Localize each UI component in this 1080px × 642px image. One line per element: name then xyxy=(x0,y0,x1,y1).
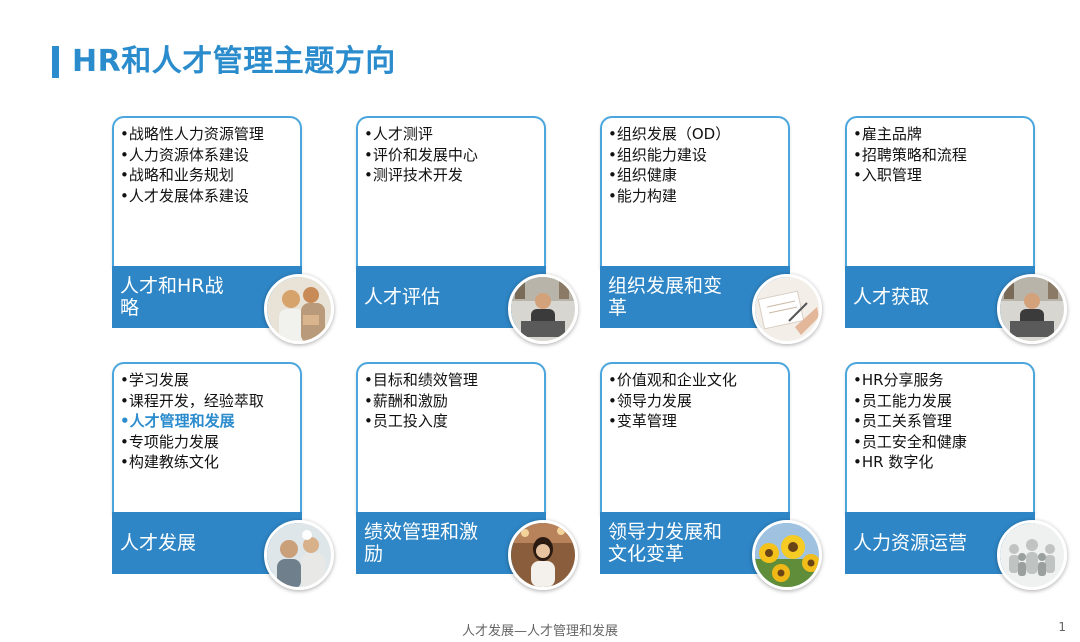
document-writing-photo-icon xyxy=(752,274,822,344)
list-item-highlighted: •人才管理和发展 xyxy=(120,412,235,430)
topic-card-leadership-culture[interactable]: •价值观和企业文化 •领导力发展 •变革管理 领导力发展和文化变革 xyxy=(600,362,822,590)
list-item: •招聘策略和流程 xyxy=(853,145,967,164)
topic-list: •人才测评 •评价和发展中心 •测评技术开发 xyxy=(358,118,544,186)
people-photo-icon xyxy=(264,520,334,590)
topic-label: 人才评估 xyxy=(364,286,441,308)
topic-card-body: •价值观和企业文化 •领导力发展 •变革管理 xyxy=(600,362,790,514)
topic-list: •目标和绩效管理 •薪酬和激励 •员工投入度 xyxy=(358,364,544,432)
topic-card-hr-strategy[interactable]: •战略性人力资源管理 •人力资源体系建设 •战略和业务规划 •人才发展体系建设 … xyxy=(112,116,334,344)
laptop-worker-photo-icon xyxy=(508,274,578,344)
topic-card-talent-acquisition[interactable]: •雇主品牌 •招聘策略和流程 •入职管理 人才获取 xyxy=(845,116,1067,344)
list-item: •专项能力发展 xyxy=(120,432,219,451)
list-item: •雇主品牌 xyxy=(853,125,922,143)
page-number: 1 xyxy=(1058,620,1066,634)
list-item: •薪酬和激励 xyxy=(364,391,448,410)
list-item: •员工关系管理 xyxy=(853,412,952,430)
list-item: •员工能力发展 xyxy=(853,391,952,410)
topic-card-body: •战略性人力资源管理 •人力资源体系建设 •战略和业务规划 •人才发展体系建设 xyxy=(112,116,302,268)
list-item: •HR分享服务 xyxy=(853,371,944,389)
topic-list: •组织发展（OD） •组织能力建设 •组织健康 •能力构建 xyxy=(602,118,788,206)
slide-footer: 人才发展—人才管理和发展 xyxy=(461,624,618,639)
list-item: •HR 数字化 xyxy=(853,453,934,471)
topic-card-body: •学习发展 •课程开发，经验萃取 •人才管理和发展 •专项能力发展 •构建教练文… xyxy=(112,362,302,514)
list-item: •组织能力建设 xyxy=(608,145,707,164)
topic-card-talent-development[interactable]: •学习发展 •课程开发，经验萃取 •人才管理和发展 •专项能力发展 •构建教练文… xyxy=(112,362,334,590)
topic-card-body: •目标和绩效管理 •薪酬和激励 •员工投入度 xyxy=(356,362,546,514)
list-item: •员工安全和健康 xyxy=(853,432,967,451)
topic-card-body: •雇主品牌 •招聘策略和流程 •入职管理 xyxy=(845,116,1035,268)
list-item: •员工投入度 xyxy=(364,412,448,430)
sunflowers-photo-icon xyxy=(752,520,822,590)
list-item: •课程开发，经验萃取 xyxy=(120,391,264,410)
topic-label: 领导力发展和文化变革 xyxy=(608,521,723,565)
list-item: •学习发展 xyxy=(120,371,189,389)
topic-list: •价值观和企业文化 •领导力发展 •变革管理 xyxy=(602,364,788,432)
topic-card-hr-operations[interactable]: •HR分享服务 •员工能力发展 •员工关系管理 •员工安全和健康 •HR 数字化… xyxy=(845,362,1067,590)
topic-label: 绩效管理和激励 xyxy=(364,521,479,565)
list-item: •评价和发展中心 xyxy=(364,145,478,164)
list-item: •人才测评 xyxy=(364,125,433,143)
topic-card-org-development[interactable]: •组织发展（OD） •组织能力建设 •组织健康 •能力构建 组织发展和变革 xyxy=(600,116,822,344)
list-item: •战略性人力资源管理 xyxy=(120,125,264,143)
list-item: •价值观和企业文化 xyxy=(608,371,737,389)
topic-card-performance[interactable]: •目标和绩效管理 •薪酬和激励 •员工投入度 绩效管理和激励 xyxy=(356,362,578,590)
list-item: •组织发展（OD） xyxy=(608,125,731,143)
list-item: •组织健康 xyxy=(608,166,677,184)
list-item: •入职管理 xyxy=(853,166,922,184)
list-item: •构建教练文化 xyxy=(120,453,219,471)
title-accent-bar xyxy=(52,46,59,78)
list-item: •领导力发展 xyxy=(608,391,692,410)
topic-list: •HR分享服务 •员工能力发展 •员工关系管理 •员工安全和健康 •HR 数字化 xyxy=(847,364,1033,473)
people-photo-icon xyxy=(264,274,334,344)
list-item: •测评技术开发 xyxy=(364,166,463,184)
topic-card-body: •组织发展（OD） •组织能力建设 •组织健康 •能力构建 xyxy=(600,116,790,268)
list-item: •人力资源体系建设 xyxy=(120,145,249,164)
topic-label: 组织发展和变革 xyxy=(608,275,723,319)
team-figures-photo-icon xyxy=(997,520,1067,590)
topic-label: 人才发展 xyxy=(120,532,197,554)
page-title: HR和人才管理主题方向 xyxy=(72,44,396,79)
topic-card-talent-assessment[interactable]: •人才测评 •评价和发展中心 •测评技术开发 人才评估 xyxy=(356,116,578,344)
list-item: •目标和绩效管理 xyxy=(364,371,478,389)
woman-portrait-photo-icon xyxy=(508,520,578,590)
topic-card-body: •HR分享服务 •员工能力发展 •员工关系管理 •员工安全和健康 •HR 数字化 xyxy=(845,362,1035,514)
list-item: •能力构建 xyxy=(608,186,677,205)
laptop-worker-photo-icon xyxy=(997,274,1067,344)
list-item: •变革管理 xyxy=(608,412,677,430)
list-item: •人才发展体系建设 xyxy=(120,186,249,205)
topic-card-body: •人才测评 •评价和发展中心 •测评技术开发 xyxy=(356,116,546,268)
list-item: •战略和业务规划 xyxy=(120,166,234,184)
topic-label: 人才获取 xyxy=(853,286,930,308)
topic-list: •雇主品牌 •招聘策略和流程 •入职管理 xyxy=(847,118,1033,186)
topic-label: 人才和HR战略 xyxy=(120,275,224,319)
topic-label: 人力资源运营 xyxy=(853,532,968,554)
topic-list: •学习发展 •课程开发，经验萃取 •人才管理和发展 •专项能力发展 •构建教练文… xyxy=(114,364,300,473)
topic-list: •战略性人力资源管理 •人力资源体系建设 •战略和业务规划 •人才发展体系建设 xyxy=(114,118,300,206)
